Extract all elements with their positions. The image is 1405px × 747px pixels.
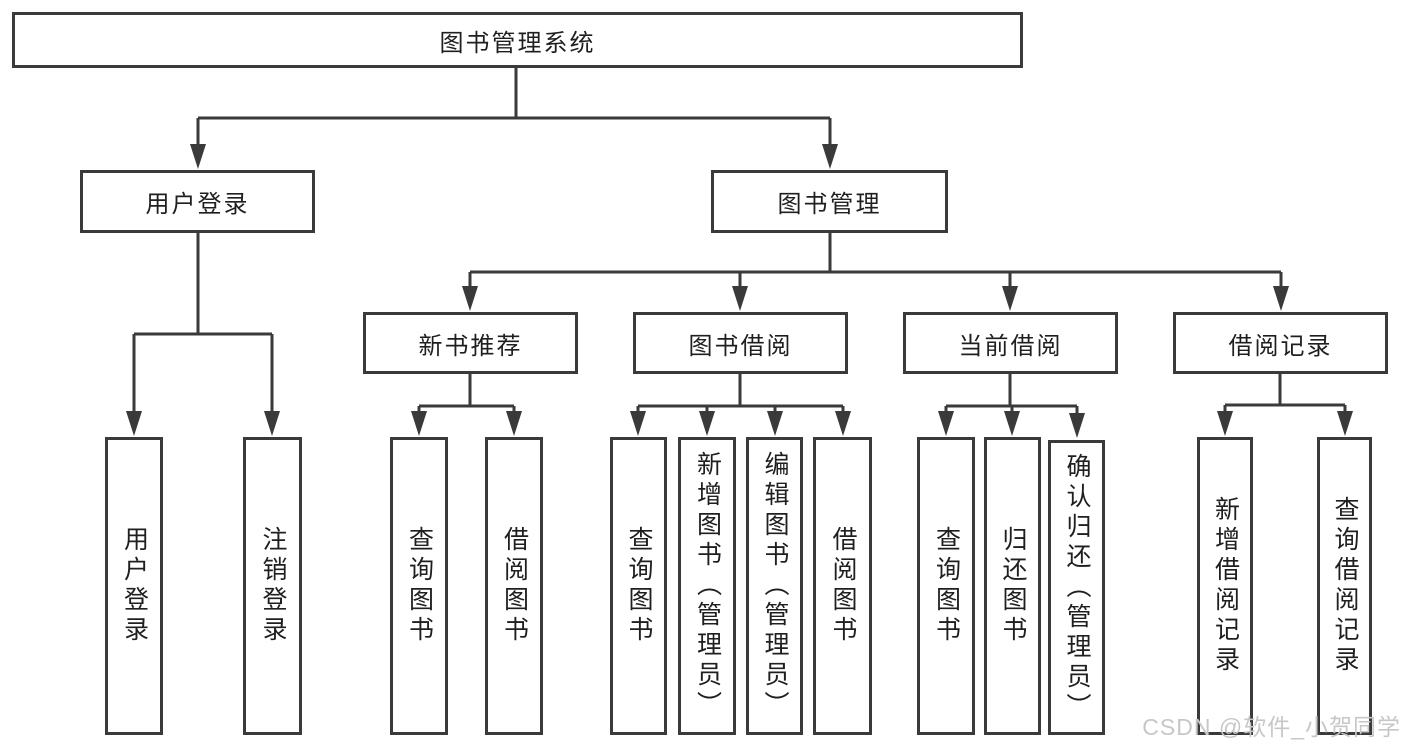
node-borrow-records: 借阅记录 <box>1173 312 1388 374</box>
node-label: 编辑图书（管理员） <box>761 451 789 721</box>
node-label: 用户登录 <box>145 191 250 218</box>
node-label: 新增借阅记录 <box>1211 496 1240 676</box>
leaf-logout: 注销登录 <box>243 437 302 735</box>
node-book-management: 图书管理 <box>711 170 948 233</box>
node-label: 注销登录 <box>259 526 287 646</box>
node-new-book-recommend: 新书推荐 <box>363 312 578 374</box>
node-label: 归还图书 <box>999 526 1027 646</box>
leaf-borrow-query-books: 查询图书 <box>610 437 667 735</box>
leaf-recommend-borrow-books: 借阅图书 <box>485 437 543 735</box>
leaf-borrow-books: 借阅图书 <box>813 437 872 735</box>
node-label: 确认归还（管理员） <box>1063 452 1091 723</box>
arrowheads <box>126 144 1353 438</box>
leaf-query-borrow-record: 查询借阅记录 <box>1317 437 1372 735</box>
leaf-edit-books-admin: 编辑图书（管理员） <box>746 437 803 735</box>
node-label: 借阅图书 <box>829 526 857 646</box>
leaf-confirm-return-admin: 确认归还（管理员） <box>1048 440 1105 735</box>
node-label: 查询借阅记录 <box>1331 496 1359 676</box>
node-label: 图书管理系统 <box>439 29 596 57</box>
node-label: 查询图书 <box>625 526 653 646</box>
node-library-management-system: 图书管理系统 <box>12 12 1023 68</box>
node-label: 新增图书（管理员） <box>693 451 722 721</box>
leaf-return-books: 归还图书 <box>984 437 1041 735</box>
node-label: 新书推荐 <box>418 332 523 360</box>
node-label: 查询图书 <box>932 526 961 646</box>
leaf-recommend-query-books: 查询图书 <box>390 437 448 735</box>
node-user-login: 用户登录 <box>80 170 315 233</box>
leaf-add-books-admin: 新增图书（管理员） <box>678 437 736 735</box>
node-label: 图书管理 <box>777 191 882 218</box>
node-label: 查询图书 <box>405 526 434 646</box>
leaf-user-login: 用户登录 <box>105 437 163 735</box>
node-label: 借阅图书 <box>500 526 529 646</box>
node-label: 图书借阅 <box>688 332 793 360</box>
node-book-borrow: 图书借阅 <box>633 312 848 374</box>
node-label: 当前借阅 <box>958 332 1063 360</box>
node-label: 用户登录 <box>120 526 149 646</box>
csdn-watermark: CSDN @软件_小贺同学 <box>1142 714 1401 740</box>
node-label: 借阅记录 <box>1228 332 1333 360</box>
leaf-current-query-books: 查询图书 <box>917 437 975 735</box>
leaf-add-borrow-record: 新增借阅记录 <box>1197 437 1253 735</box>
node-current-borrow: 当前借阅 <box>903 312 1118 374</box>
